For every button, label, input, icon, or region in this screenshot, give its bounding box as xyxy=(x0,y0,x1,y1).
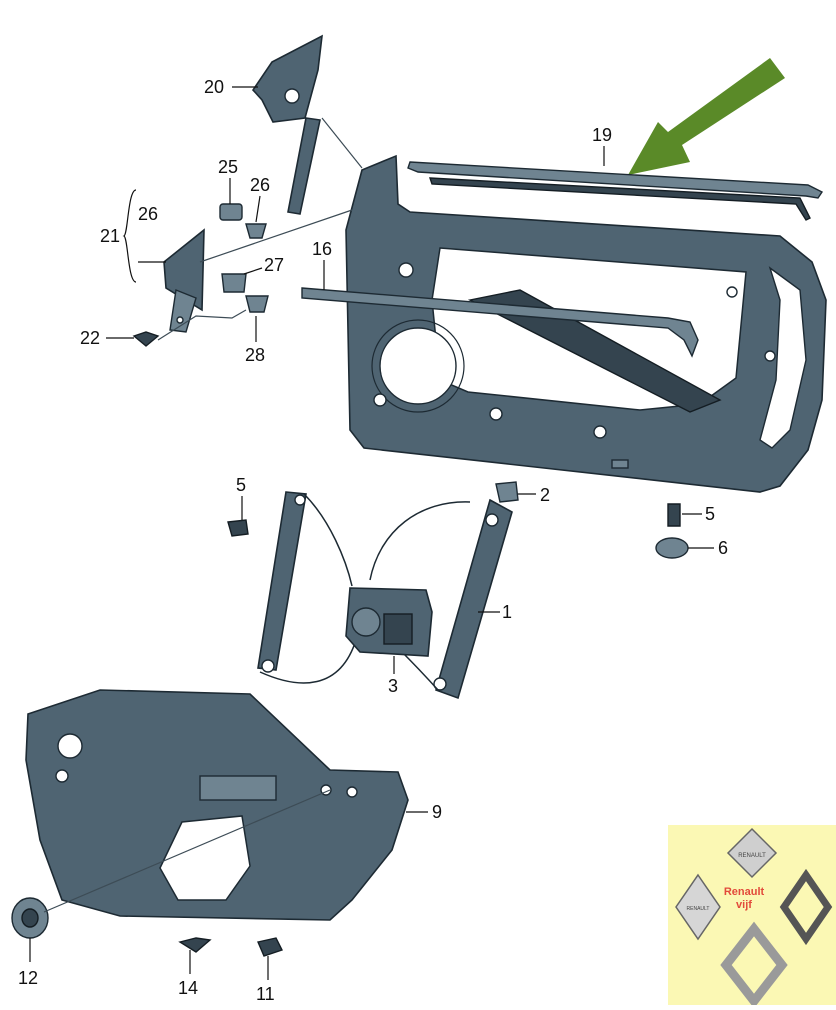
door-hole-f xyxy=(764,350,776,362)
assembly-line-22 xyxy=(157,309,247,341)
callout-22: 22 xyxy=(80,328,100,348)
part-5-bolt-right xyxy=(667,503,681,527)
part-9-hole-a xyxy=(57,733,83,759)
callout-27: 27 xyxy=(264,255,284,275)
callout-3: 3 xyxy=(388,676,398,696)
part-27-nut xyxy=(221,273,247,293)
watermark-brand-line2: vijf xyxy=(736,899,752,911)
renault-logo-text-left: RENAULT xyxy=(687,906,710,912)
part-1-regulator-rail-left xyxy=(257,491,307,671)
renault-diamond-bottom xyxy=(720,921,788,1009)
watermark-brand-line1: Renault xyxy=(723,886,765,898)
callout-5-left: 5 xyxy=(236,475,246,495)
callout-2: 2 xyxy=(540,485,550,505)
door-upper-window-gap xyxy=(759,266,807,449)
part-9-hole-d xyxy=(346,786,358,798)
callout-26-right: 26 xyxy=(250,175,270,195)
part-11-bolt xyxy=(257,937,283,957)
part-14-screw xyxy=(178,937,212,953)
callout-6: 6 xyxy=(718,538,728,558)
leader-26b xyxy=(255,195,261,223)
callout-14: 14 xyxy=(178,978,198,998)
door-speaker-ring xyxy=(371,319,465,413)
part-19-window-strip xyxy=(407,161,824,199)
part-16-inner-strip xyxy=(301,287,699,358)
assembly-line-20 xyxy=(321,117,363,169)
part-9-carrier-panel xyxy=(25,689,409,921)
pointer-arrow xyxy=(628,58,785,175)
assembly-line-12 xyxy=(43,789,331,913)
part-1-pulley-bottom-right xyxy=(433,677,447,691)
callout-12: 12 xyxy=(18,968,38,988)
part-20-hole xyxy=(284,88,300,104)
callout-19: 19 xyxy=(592,125,612,145)
renault-diamond-top xyxy=(726,827,778,879)
brace-21 xyxy=(122,189,137,283)
part-1-cable xyxy=(259,493,471,691)
callout-16: 16 xyxy=(312,239,332,259)
callout-28: 28 xyxy=(245,345,265,365)
part-26-clip xyxy=(245,223,267,239)
callout-25: 25 xyxy=(218,157,238,177)
renault-diamond-right xyxy=(779,868,833,946)
part-1-regulator-rail-right xyxy=(435,498,513,700)
renault-logos: RENAULT RENAULT xyxy=(675,827,833,1009)
door-hole-d xyxy=(489,407,503,421)
door-hole-a xyxy=(398,262,414,278)
watermark-badge: RENAULT RENAULT xyxy=(668,825,836,1009)
leader-27 xyxy=(243,267,263,275)
callout-5-right: 5 xyxy=(705,504,715,524)
part-1-pulley-bottom-left xyxy=(261,659,275,673)
watermark-brand-text: Renault vijf xyxy=(712,886,776,912)
part-28-clip xyxy=(245,295,269,313)
part-21-triangle-cover xyxy=(163,228,205,312)
part-6-grommet xyxy=(655,537,689,559)
door-speaker-opening xyxy=(379,327,457,405)
door-hole-e xyxy=(593,425,607,439)
renault-diamond-left xyxy=(675,873,721,941)
part-2-nut xyxy=(495,481,519,503)
assembly-line-21 xyxy=(199,209,353,263)
door-latch-slot xyxy=(611,459,629,469)
door-hole-b xyxy=(373,393,387,407)
callout-26-left: 26 xyxy=(138,204,158,224)
renault-logo-text-top: RENAULT xyxy=(738,853,766,859)
part-5-bolt-left xyxy=(227,519,249,537)
door-hole-c xyxy=(726,286,738,298)
part-21-hole xyxy=(176,316,184,324)
part-3-motor-housing xyxy=(383,613,413,645)
part-9-vent-grid xyxy=(199,775,277,801)
callout-21: 21 xyxy=(100,226,120,246)
part-21-bracket xyxy=(169,289,197,333)
part-1-pulley-top-left xyxy=(294,494,306,506)
door-diagonal-brace xyxy=(467,289,722,413)
part-20-mirror-trim xyxy=(251,34,323,123)
callout-20: 20 xyxy=(204,77,224,97)
callout-1: 1 xyxy=(502,602,512,622)
part-25-clip xyxy=(219,203,243,221)
part-9-cutout xyxy=(159,815,251,901)
callout-11: 11 xyxy=(256,984,275,1004)
callout-9: 9 xyxy=(432,802,442,822)
part-20-strip xyxy=(287,117,321,215)
part-19-channel-lower xyxy=(429,177,811,221)
part-3-motor-gear xyxy=(351,607,381,637)
part-12-plug-center xyxy=(21,908,39,928)
part-22-screw xyxy=(132,331,160,347)
part-9-hole-b xyxy=(55,769,69,783)
part-1-pulley-top-right xyxy=(485,513,499,527)
